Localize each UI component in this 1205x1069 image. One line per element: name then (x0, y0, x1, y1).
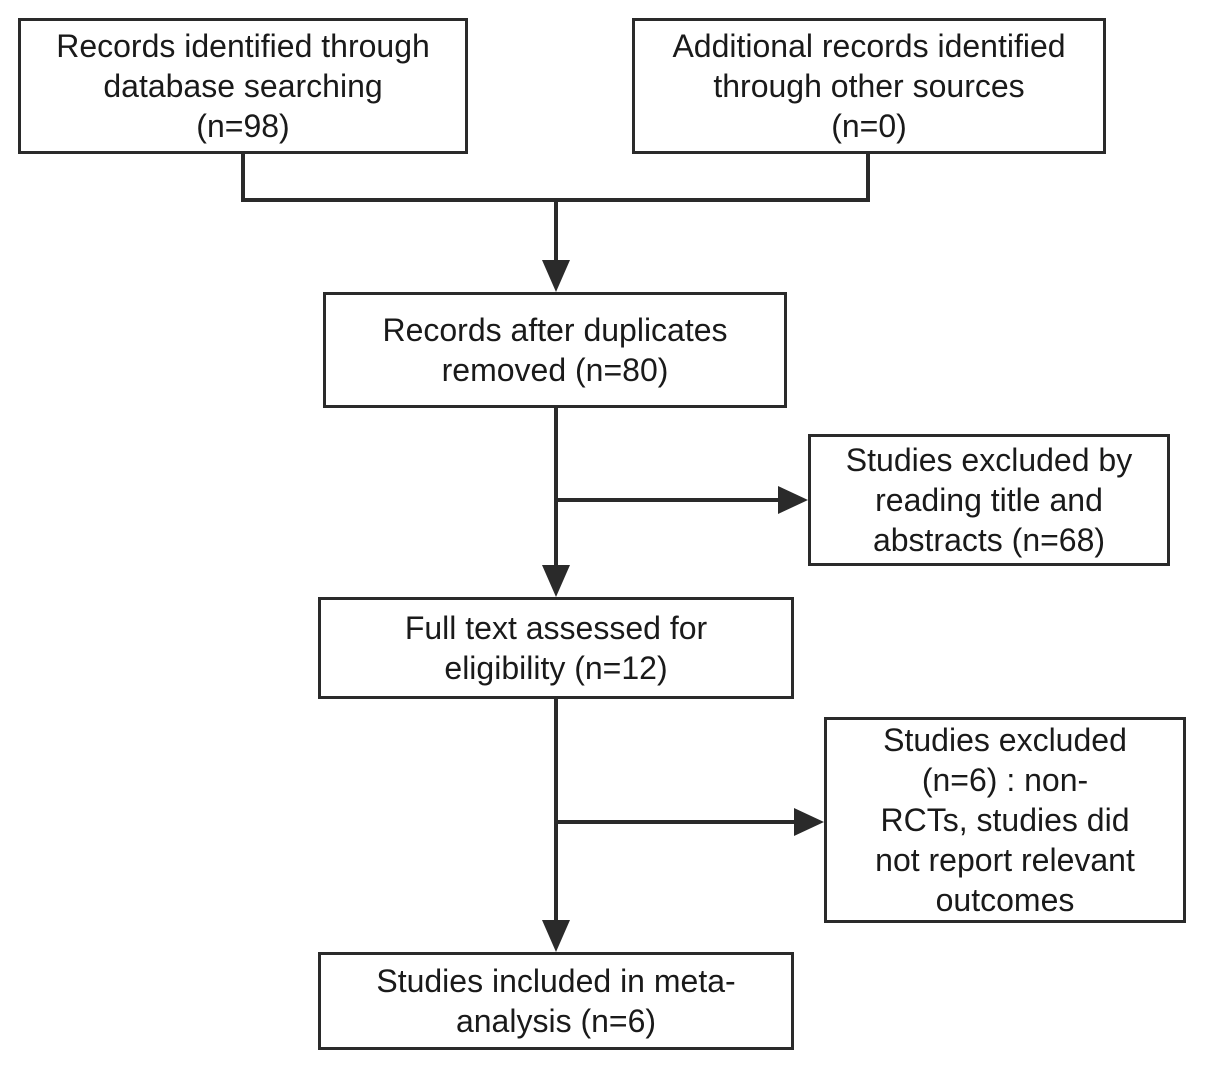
arrowhead-to-included (542, 920, 570, 952)
box-text-line: (n=6) : non- (921, 762, 1089, 798)
box-text-line: reading title and (875, 482, 1103, 518)
box-text-line: database searching (103, 68, 383, 104)
excluded-title-abstract-box: Studies excluded by reading title and ab… (808, 434, 1170, 566)
box-text-line: Studies included in meta- (376, 963, 736, 999)
box-text-line: RCTs, studies did (880, 802, 1130, 838)
box-text-line: Studies excluded (883, 722, 1127, 758)
box-text-line: outcomes (935, 882, 1075, 918)
box-text-line: Records after duplicates (382, 312, 728, 348)
box-text-line: through other sources (713, 68, 1025, 104)
box-text-line: Full text assessed for (404, 610, 708, 646)
records-database-box: Records identified through database sear… (18, 18, 468, 154)
arrowhead-to-fulltext (542, 565, 570, 597)
arrowhead-to-dedup (542, 260, 570, 292)
box-text-line: removed (n=80) (441, 352, 669, 388)
box-text-line: not report relevant (875, 842, 1135, 878)
box-text-line: (n=98) (196, 108, 290, 144)
box-text-line: eligibility (n=12) (444, 650, 668, 686)
excluded-full-text-box: Studies excluded (n=6) : non- RCTs, stud… (824, 717, 1186, 923)
merge-connector (241, 154, 870, 202)
box-text-line: (n=0) (831, 108, 907, 144)
box-text-line: Additional records identified (672, 28, 1066, 64)
arrowhead-to-excl1 (778, 486, 808, 514)
studies-included-box: Studies included in meta- analysis (n=6) (318, 952, 794, 1050)
arrowhead-to-excl2 (794, 808, 824, 836)
box-text-line: Studies excluded by (845, 442, 1133, 478)
box-text-line: Records identified through (56, 28, 430, 64)
box-text-line: analysis (n=6) (455, 1003, 657, 1039)
full-text-assessed-box: Full text assessed for eligibility (n=12… (318, 597, 794, 699)
records-other-sources-box: Additional records identified through ot… (632, 18, 1106, 154)
box-text-line: abstracts (n=68) (872, 522, 1106, 558)
duplicates-removed-box: Records after duplicates removed (n=80) (323, 292, 787, 408)
